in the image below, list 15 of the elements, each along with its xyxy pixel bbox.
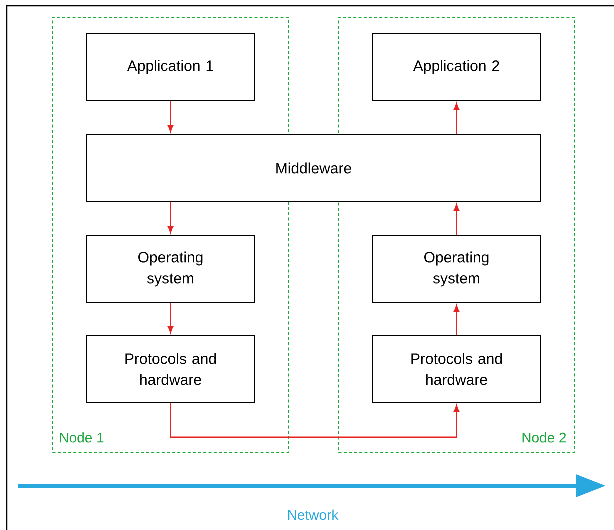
arrow: [168, 102, 174, 132]
process-box: Application 2: [372, 33, 542, 102]
process-box: Protocols and hardware: [86, 335, 256, 404]
process-box: Middleware: [86, 134, 542, 202]
network-label: Network: [288, 510, 339, 520]
arrow: [168, 202, 174, 233]
process-box: Operating system: [372, 235, 542, 304]
process-box: Operating system: [86, 235, 256, 304]
arrow: [170, 404, 460, 438]
arrow: [454, 104, 460, 134]
arrow: [454, 306, 460, 335]
process-box: Application 1: [86, 33, 256, 102]
arrow: [168, 304, 174, 333]
arrow: [454, 204, 460, 235]
process-box: Protocols and hardware: [372, 335, 542, 404]
